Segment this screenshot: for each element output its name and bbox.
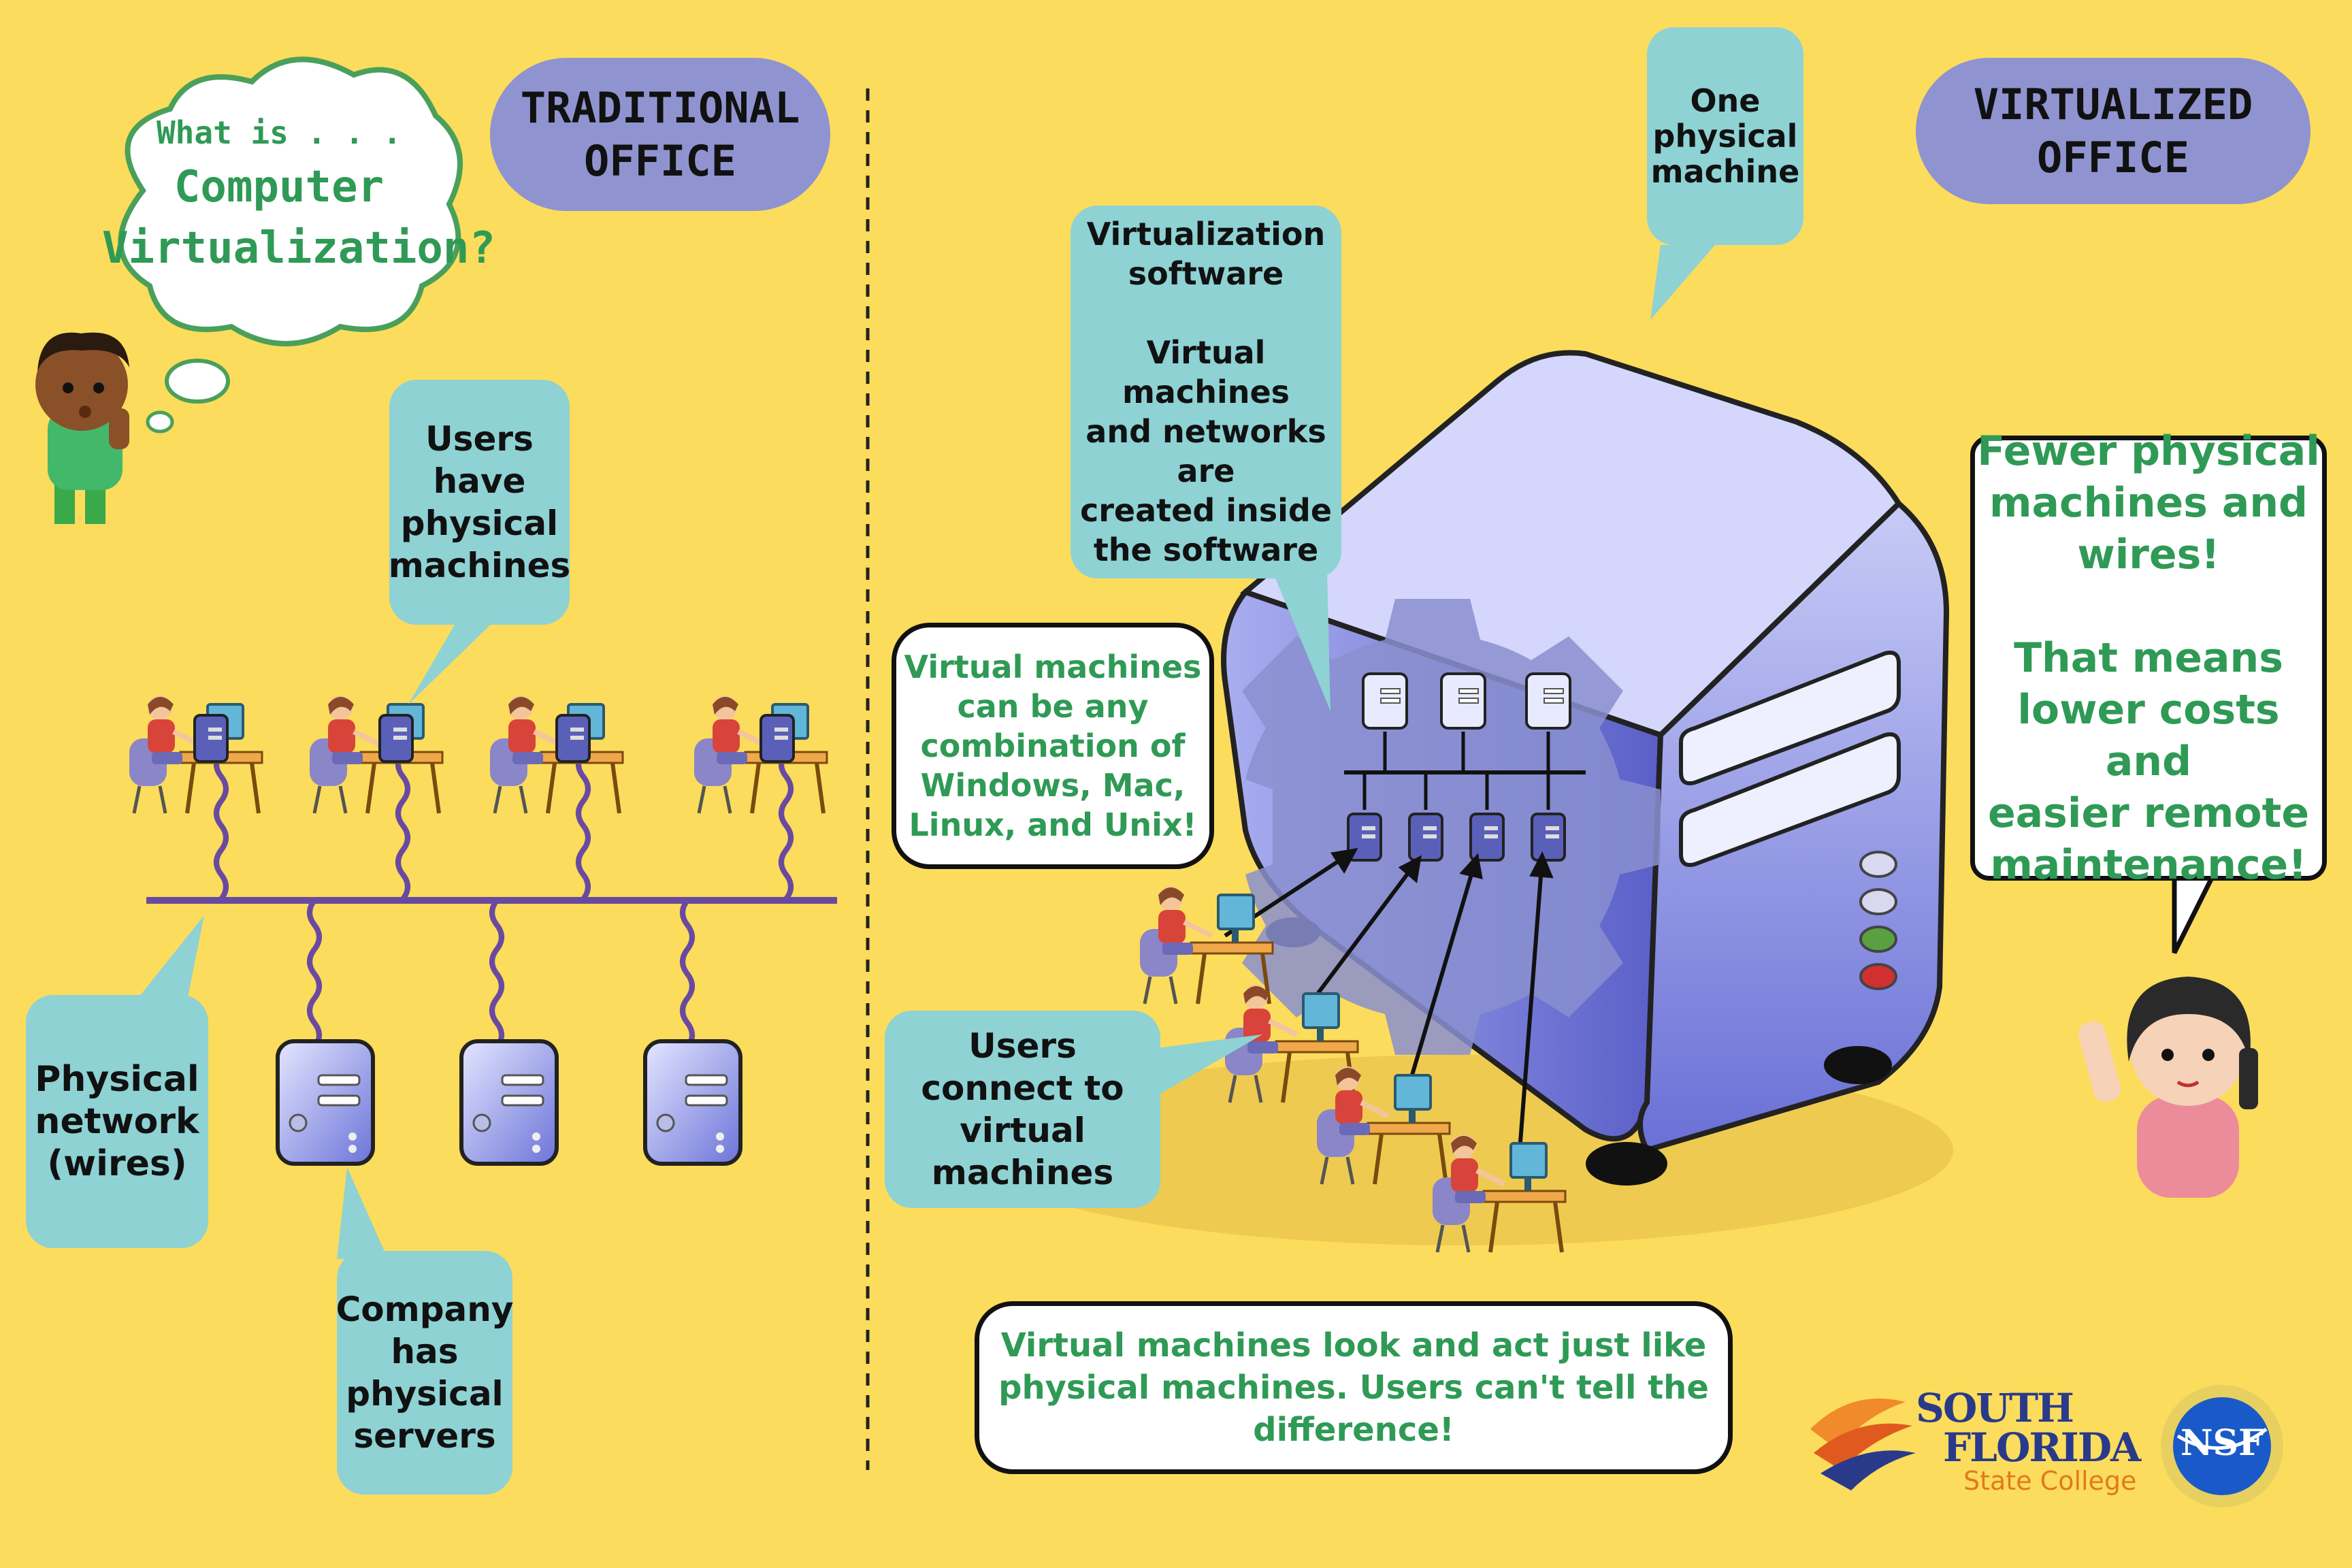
virtual-server-icon: [1440, 672, 1486, 730]
pointing-girl-figure: [2078, 977, 2258, 1198]
virtualization-software-callout: Virtualization software Virtual machines…: [1071, 206, 1341, 578]
thought-bubble-text: What is . . . Computer Virtualization?: [102, 109, 495, 279]
virtual-server-icon: [1362, 672, 1408, 730]
server-icon: [278, 1041, 373, 1164]
nsf-logo-text: NSF: [2180, 1422, 2264, 1464]
traditional-office-title: TRADITIONAL OFFICE: [490, 58, 830, 211]
server-icon: [461, 1041, 557, 1164]
users-physical-callout: Users have physical machines: [389, 380, 570, 625]
callout-tail: [1157, 1034, 1262, 1096]
connection-arrows: [1224, 848, 1554, 1178]
users-connect-callout: Users connect to virtual machines: [885, 1011, 1160, 1208]
callout-tail: [1273, 572, 1330, 711]
nsf-logo: [2161, 1385, 2283, 1507]
virtual-machine-icon: [1531, 813, 1566, 862]
physical-network: [146, 750, 837, 1049]
thought-line-large: Computer Virtualization?: [102, 162, 495, 274]
benefits-note: Fewer physical machines and wires! That …: [1970, 427, 2327, 889]
os-combination-note: Virtual machines can be any combination …: [892, 623, 1214, 869]
one-machine-callout: One physical machine: [1647, 27, 1803, 245]
physical-network-callout: Physical network (wires): [26, 995, 208, 1248]
virtual-machine-icon: [1408, 813, 1443, 862]
thinking-boy-figure: [35, 332, 129, 524]
virtualized-office-title: VIRTUALIZED OFFICE: [1916, 58, 2310, 204]
virtual-machine-icon: [1469, 813, 1505, 862]
users-cant-tell-note: Virtual machines look and act just like …: [975, 1301, 1733, 1474]
company-servers-callout: Company has physical servers: [336, 1251, 513, 1494]
physical-servers: [278, 1041, 740, 1164]
user-workstation: [310, 696, 442, 813]
thought-cloud: [118, 56, 463, 434]
thought-line-small: What is . . .: [156, 114, 402, 151]
college-name-line1: SOUTH: [1916, 1385, 2074, 1431]
callout-tail: [337, 1167, 388, 1259]
virtual-server-icon: [1525, 672, 1571, 730]
callout-tail: [408, 599, 517, 704]
traditional-users: [129, 696, 827, 813]
callout-tail: [1650, 245, 1715, 320]
callout-tail: [136, 915, 204, 1000]
server-icon: [645, 1041, 740, 1164]
virtualization-gear: [1242, 599, 1661, 1055]
college-name-line2: FLORIDA: [1943, 1424, 2141, 1471]
college-name-line3: State College: [1963, 1466, 2137, 1496]
college-name: SOUTH FLORIDA State College: [1916, 1385, 2141, 1496]
college-logo: [1810, 1399, 1916, 1490]
